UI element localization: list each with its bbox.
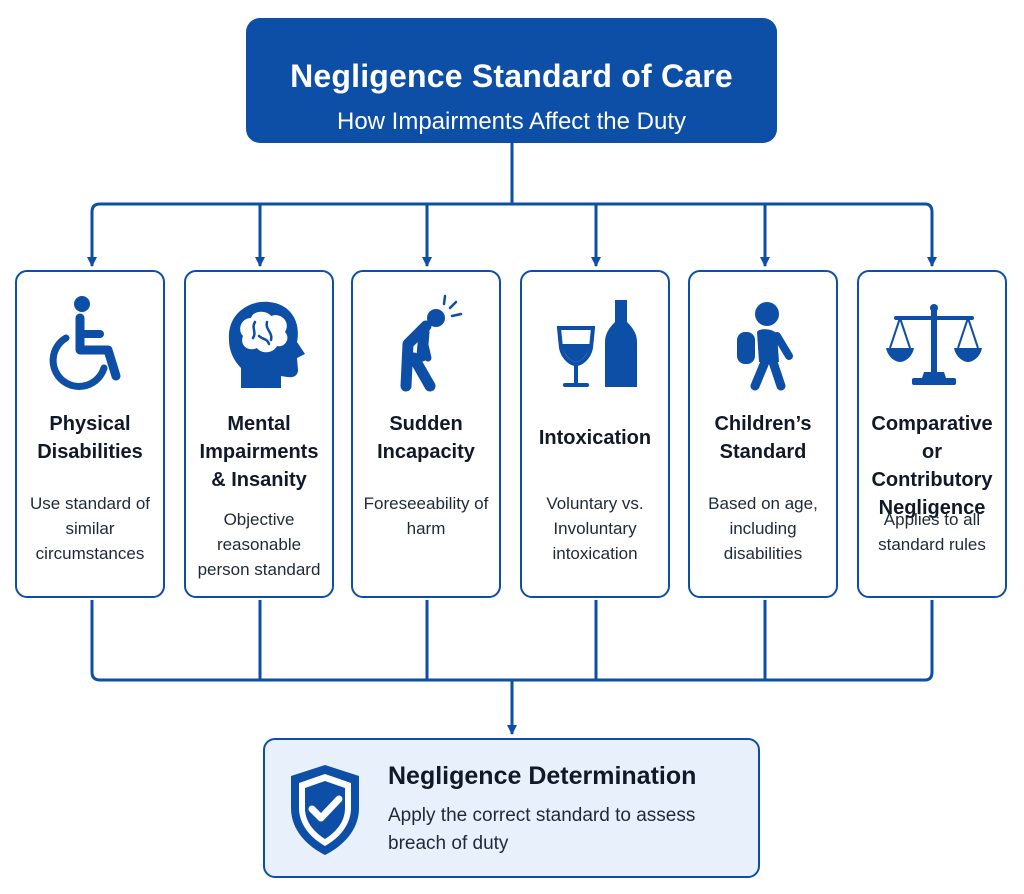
title-box: Negligence Standard of Care How Impairme… bbox=[246, 18, 777, 143]
card-intoxication: Intoxication Voluntary vs. Involuntary i… bbox=[520, 270, 670, 598]
shield-check-icon bbox=[291, 765, 359, 855]
card-title: Sudden Incapacity bbox=[377, 413, 475, 463]
card-title: Comparative or Contributory Negligence bbox=[871, 413, 993, 519]
card-sudden-incapacity: Sudden Incapacity Foreseeability of harm bbox=[351, 270, 501, 598]
card-description: Applies to all standard rules bbox=[878, 510, 986, 554]
diagram-subtitle: How Impairments Affect the Duty bbox=[336, 108, 687, 135]
card-title: Children’s Standard bbox=[714, 413, 812, 463]
brain-head-icon bbox=[228, 301, 305, 388]
card-description: Foreseeability of harm bbox=[363, 494, 489, 538]
card-title: Physical Disabilities bbox=[37, 413, 143, 463]
result-description: Apply the correct standard to assess bre… bbox=[388, 805, 696, 854]
card-description: Objective reasonable person standard bbox=[197, 510, 321, 579]
card-description: Use standard of similar circumstances bbox=[29, 494, 150, 563]
negligence-determination-box: Negligence Determination Apply the corre… bbox=[263, 738, 760, 878]
collapsing-person-icon bbox=[400, 294, 463, 392]
wine-glass-bottle-icon bbox=[556, 300, 637, 387]
card-childrens-standard: Children’s Standard Based on age, includ… bbox=[688, 270, 838, 598]
result-title: Negligence Determination bbox=[388, 762, 697, 790]
card-title: Mental Impairments & Insanity bbox=[199, 413, 319, 491]
card-physical-disabilities: Physical Disabilities Use standard of si… bbox=[15, 270, 165, 598]
scales-icon bbox=[886, 304, 982, 385]
card-comparative-negligence: Comparative or Contributory Negligence A… bbox=[857, 270, 1007, 598]
card-description: Based on age, including disabilities bbox=[708, 494, 818, 563]
wheelchair-icon bbox=[49, 296, 121, 390]
card-description: Voluntary vs. Involuntary intoxication bbox=[546, 494, 644, 563]
child-backpack-icon bbox=[737, 302, 793, 391]
diagram-title: Negligence Standard of Care bbox=[290, 58, 733, 94]
card-mental-impairments: Mental Impairments & Insanity Objective … bbox=[184, 270, 334, 598]
card-title: Intoxication bbox=[538, 427, 652, 449]
